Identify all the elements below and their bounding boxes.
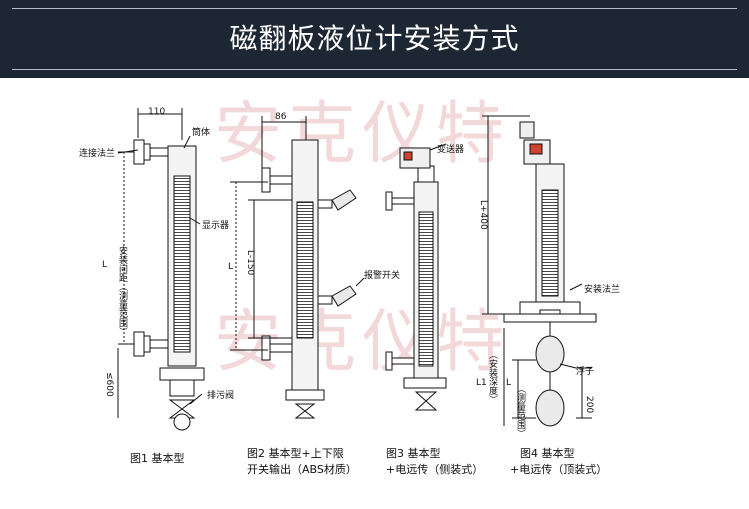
installation-drawings: [117, 108, 597, 431]
figure-3-side-mounted: [385, 143, 447, 411]
fig4-label-float: 浮子: [576, 367, 595, 377]
fig4-label-install-flange: 安装法兰: [584, 285, 621, 295]
fig4-caption-line1: 图4 基本型: [520, 447, 575, 460]
fig4-label-L: L: [506, 378, 512, 388]
fig2-caption-line2: 开关输出（ABS材质）: [247, 463, 357, 476]
fig1-label-display: 显示器: [202, 221, 230, 231]
fig1-label-drain-valve: 排污阀: [207, 391, 235, 401]
fig1-width-dimension: 110: [148, 107, 166, 117]
fig4-dimension-200: 200: [584, 396, 594, 414]
title-banner: 磁翻板液位计安装方式: [0, 0, 749, 78]
figure-4-top-mounted: [482, 115, 597, 427]
fig3-label-transmitter: 变送器: [437, 145, 465, 155]
figure-1-basic: [117, 108, 205, 431]
fig1-label-600: ≤600: [104, 372, 114, 397]
fig2-caption-line1: 图2 基本型+上下限: [247, 447, 344, 460]
figure-2-switch-output: [230, 116, 365, 419]
fig2-width-dimension: 86: [275, 112, 287, 122]
fig4-label-L1: L1: [476, 378, 487, 388]
fig4-caption-line2: +电远传（顶装式）: [510, 463, 608, 476]
fig1-label-connect-flange: 连接法兰: [79, 149, 116, 159]
fig2-label-L150: L-150: [245, 250, 255, 276]
fig2-label-L: L: [228, 262, 234, 272]
banner-top-rule: [12, 8, 737, 9]
fig1-label-install-distance: 安装间距（测量范围）: [117, 246, 127, 336]
fig4-label-L400: L+400: [478, 200, 488, 230]
fig4-label-install-depth: （安装深度）: [487, 350, 497, 404]
fig1-label-tube: 筒体: [192, 128, 211, 138]
fig4-label-measure-range: （测量范围）: [515, 384, 525, 438]
fig3-caption-line1: 图3 基本型: [386, 447, 441, 460]
fig3-caption-line2: +电远传（侧装式）: [386, 463, 484, 476]
fig1-caption: 图1 基本型: [130, 452, 185, 465]
page-title: 磁翻板液位计安装方式: [229, 22, 520, 55]
fig1-label-L: L: [102, 260, 108, 270]
banner-bottom-rule: [12, 69, 737, 70]
fig2-label-alarm-switch: 报警开关: [364, 271, 401, 281]
